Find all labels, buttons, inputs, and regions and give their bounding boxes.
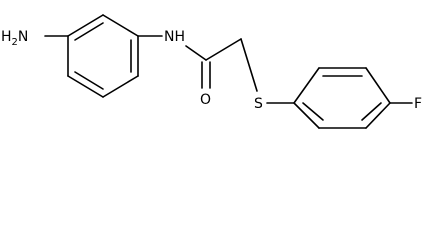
amine-label: H2N [1, 29, 28, 48]
ring1-bond-e [67, 75, 104, 98]
fluorine-label: F [414, 96, 422, 112]
amine-h-text: H [1, 29, 12, 45]
molecule-structure-diagram: H2N NH O S F [1, 14, 422, 129]
ring2-bond-c [365, 102, 391, 129]
aminophenyl-ring [67, 14, 139, 98]
amine-n-text: N [18, 29, 28, 45]
nh-to-carbonyl-bond [185, 45, 207, 61]
ring2-bond-f [293, 67, 320, 104]
ring1-double-c [74, 71, 104, 90]
thioether-s-label: S [254, 96, 263, 112]
ring2-bond-a [293, 102, 320, 129]
ring1-bond-b [102, 14, 139, 37]
amine-subscript-text: 2 [12, 37, 18, 48]
ch2-to-s-bond [240, 38, 258, 92]
carbonyl-o-label: O [200, 92, 211, 108]
ring2-double-b [302, 102, 324, 121]
ring1-bond-d [102, 75, 139, 98]
ring1-bond-a [67, 14, 104, 37]
carbonyl-to-ch2-bond [205, 38, 242, 61]
ring1-double-a [74, 22, 104, 41]
ring2-double-c [361, 102, 382, 121]
amide-nh-label: NH [164, 29, 185, 45]
fluorophenyl-ring [293, 67, 391, 129]
ring2-bond-d [365, 67, 391, 104]
